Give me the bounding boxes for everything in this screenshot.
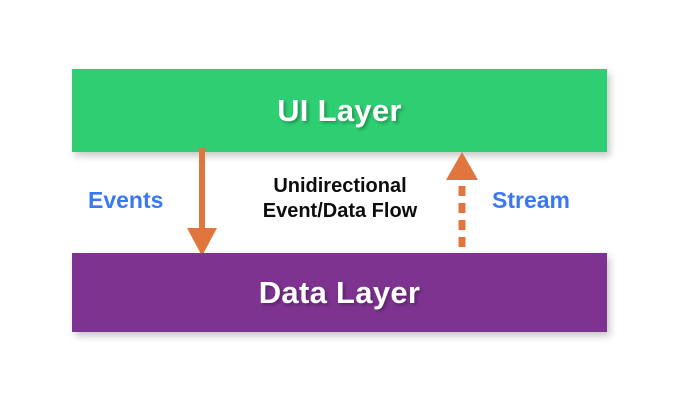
ui-layer-label: UI Layer: [277, 92, 402, 128]
ui-layer-box: UI Layer: [72, 69, 607, 152]
flow-caption: Unidirectional Event/Data Flow: [262, 175, 418, 222]
data-layer-box: Data Layer: [72, 253, 607, 332]
events-arrow-down-icon: [187, 148, 217, 256]
stream-arrow-up-icon: [446, 152, 478, 258]
events-label: Events: [88, 187, 164, 213]
data-layer-label: Data Layer: [258, 274, 421, 310]
stream-label: Stream: [492, 187, 570, 213]
